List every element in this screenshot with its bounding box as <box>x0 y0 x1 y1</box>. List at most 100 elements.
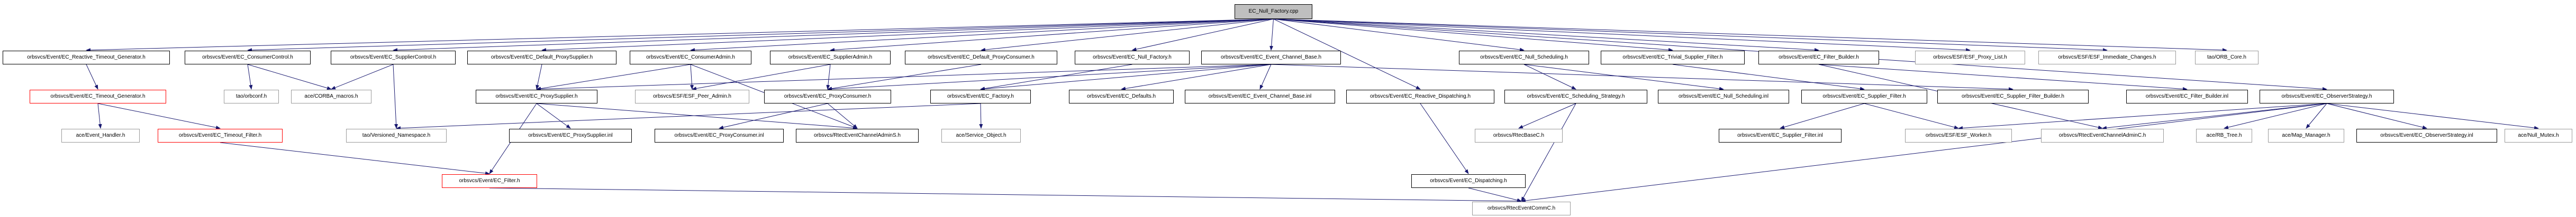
graph-node-corba_macros: ace/CORBA_macros.h <box>291 90 371 103</box>
graph-node-factory[interactable]: orbsvcs/Event/EC_Factory.h <box>930 90 1031 103</box>
include-edge-root-to-consumer_control <box>247 18 1274 52</box>
include-edge-event_channel_base-to-defaults <box>1121 64 1272 91</box>
include-edge-supplier_control-to-versioned_namespace <box>393 64 398 129</box>
graph-node-supplier_filter_inl[interactable]: orbsvcs/Event/EC_Supplier_Filter.inl <box>1719 129 1842 143</box>
include-edge-event_channel_base-to-supplier_filter_builder <box>1271 64 2013 91</box>
graph-node-trivial_supplier_filter[interactable]: orbsvcs/Event/EC_Trivial_Supplier_Filter… <box>1601 51 1745 64</box>
include-edge-event_channel_base-to-factory <box>980 64 1272 91</box>
include-edge-event_channel_base-to-proxyconsumer <box>827 64 1272 91</box>
graph-node-consumer_control[interactable]: orbsvcs/Event/EC_ConsumerControl.h <box>185 51 311 64</box>
include-edge-filter_builder-to-filter_builder_inl <box>1818 64 2188 91</box>
include-edge-root-to-esf_proxy_list <box>1273 18 1971 52</box>
include-edge-observer_strategy-to-esf_worker <box>1958 103 2327 130</box>
graph-node-orb_core: tao/ORB_Core.h <box>2195 51 2258 64</box>
include-edge-root-to-default_proxyconsumer <box>981 18 1274 52</box>
graph-node-scheduling_strategy[interactable]: orbsvcs/Event/EC_Scheduling_Strategy.h <box>1504 90 1647 103</box>
graph-node-observer_strategy_inl[interactable]: orbsvcs/Event/EC_ObserverStrategy.inl <box>2356 129 2497 143</box>
include-edge-consumer_admin-to-proxysupplier <box>536 64 691 91</box>
graph-node-supplier_filter_builder[interactable]: orbsvcs/Event/EC_Supplier_Filter_Builder… <box>1937 90 2089 103</box>
graph-node-null_mutex: ace/Null_Mutex.h <box>2505 129 2572 143</box>
graph-node-esf_immediate_changes: orbsvcs/ESF/ESF_Immediate_Changes.h <box>2038 51 2176 64</box>
include-edge-reactive_timeout_gen-to-timeout_generator <box>86 64 98 90</box>
include-edge-supplier_admin-to-esf_peer_admin <box>692 64 831 91</box>
include-edge-root-to-esf_immediate_changes <box>1273 18 2108 52</box>
graph-node-observer_strategy[interactable]: orbsvcs/Event/EC_ObserverStrategy.h <box>2260 90 2394 103</box>
include-edge-root-to-supplier_admin <box>830 18 1274 52</box>
graph-node-rtec_ecas[interactable]: orbsvcs/RtecEventChannelAdminS.h <box>796 129 919 143</box>
graph-node-proxysupplier_inl[interactable]: orbsvcs/Event/EC_ProxySupplier.inl <box>509 129 632 143</box>
include-edge-default_proxysupplier-to-proxysupplier <box>536 64 542 90</box>
include-edge-observer_strategy-to-rtec_eventcommc <box>1521 103 2327 203</box>
include-edge-consumer_admin-to-esf_peer_admin <box>690 64 694 90</box>
graph-node-reactive_dispatching[interactable]: orbsvcs/Event/EC_Reactive_Dispatching.h <box>1346 90 1494 103</box>
include-edge-root-to-supplier_control <box>393 18 1274 52</box>
graph-node-proxyconsumer_inl[interactable]: orbsvcs/Event/EC_ProxyConsumer.inl <box>655 129 784 143</box>
include-edge-root-to-null_scheduling <box>1273 18 1525 52</box>
include-edge-root-to-consumer_admin <box>690 18 1274 52</box>
graph-node-reactive_timeout_gen[interactable]: orbsvcs/Event/EC_Reactive_Timeout_Genera… <box>3 51 170 64</box>
include-edge-null_factory-to-factory <box>980 64 1132 91</box>
include-edge-timeout_filter-to-filter <box>220 142 490 175</box>
graph-node-rb_tree: ace/RB_Tree.h <box>2196 129 2252 143</box>
include-edge-dispatching-to-rtec_eventcommc <box>1468 187 1522 202</box>
graph-node-esf_peer_admin: orbsvcs/ESF/ESF_Peer_Admin.h <box>635 90 749 103</box>
include-edge-proxyconsumer-to-proxyconsumer_inl <box>719 103 828 129</box>
graph-node-proxyconsumer[interactable]: orbsvcs/Event/EC_ProxyConsumer.h <box>764 90 891 103</box>
graph-node-esf_proxy_list: orbsvcs/ESF/ESF_Proxy_List.h <box>1915 51 2025 64</box>
include-edge-null_scheduling-to-scheduling_strategy <box>1523 64 1576 90</box>
graph-node-versioned_namespace: tao/Versioned_Namespace.h <box>346 129 447 143</box>
include-edge-factory-to-versioned_namespace <box>396 103 981 130</box>
include-edge-filter-to-rtec_eventcommc <box>489 187 1522 203</box>
include-edge-supplier_filter-to-supplier_filter_inl <box>1780 103 1865 129</box>
include-edge-reactive_dispatching-to-dispatching <box>1420 103 1469 174</box>
graph-node-dispatching[interactable]: orbsvcs/Event/EC_Dispatching.h <box>1411 174 1526 188</box>
include-edge-scheduling_strategy-to-rtec_basec <box>1518 103 1576 129</box>
graph-node-service_object: ace/Service_Object.h <box>941 129 1021 143</box>
include-edge-consumer_control-to-orbconf <box>247 64 253 90</box>
include-edge-trivial_supplier_filter-to-supplier_filter <box>1672 64 1865 91</box>
include-edge-consumer_control-to-corba_macros <box>247 64 332 90</box>
graph-node-rtec_basec: orbsvcs/RtecBaseC.h <box>1475 129 1563 143</box>
graph-node-rtec_ecac: orbsvcs/RtecEventChannelAdminC.h <box>2041 129 2164 143</box>
graph-node-filter[interactable]: orbsvcs/Event/EC_Filter.h <box>442 174 537 188</box>
include-edge-supplier_filter-to-esf_worker <box>1864 103 1959 129</box>
include-edge-event_channel_base-to-proxysupplier <box>536 64 1272 91</box>
include-edge-observer_strategy-to-rtec_ecac <box>2102 103 2327 130</box>
graph-node-timeout_filter[interactable]: orbsvcs/Event/EC_Timeout_Filter.h <box>158 129 283 143</box>
include-edge-timeout_generator-to-event_handler <box>97 103 102 129</box>
graph-node-map_manager: ace/Map_Manager.h <box>2268 129 2344 143</box>
include-edge-root-to-reactive_timeout_gen <box>86 18 1274 52</box>
graph-node-timeout_generator[interactable]: orbsvcs/Event/EC_Timeout_Generator.h <box>30 90 166 103</box>
graph-node-default_proxysupplier[interactable]: orbsvcs/Event/EC_Default_ProxySupplier.h <box>467 51 616 64</box>
graph-node-consumer_admin[interactable]: orbsvcs/Event/EC_ConsumerAdmin.h <box>630 51 751 64</box>
include-edge-root-to-trivial_supplier_filter <box>1273 18 1673 52</box>
include-edge-root-to-filter_builder <box>1273 18 1819 52</box>
graph-node-rtec_eventcommc: orbsvcs/RtecEventCommC.h <box>1472 202 1571 215</box>
graph-node-filter_builder_inl[interactable]: orbsvcs/Event/EC_Filter_Builder.inl <box>2126 90 2248 103</box>
graph-node-esf_worker: orbsvcs/ESF/ESF_Worker.h <box>1905 129 2012 143</box>
graph-node-supplier_admin[interactable]: orbsvcs/Event/EC_SupplierAdmin.h <box>770 51 891 64</box>
include-edge-proxysupplier-to-proxysupplier_inl <box>536 103 571 129</box>
graph-node-event_channel_base[interactable]: orbsvcs/Event/EC_Event_Channel_Base.h <box>1201 51 1341 64</box>
graph-node-defaults[interactable]: orbsvcs/Event/EC_Defaults.h <box>1069 90 1174 103</box>
graph-node-supplier_control[interactable]: orbsvcs/Event/EC_SupplierControl.h <box>331 51 456 64</box>
include-edge-observer_strategy-to-map_manager <box>2306 103 2327 129</box>
graph-node-proxysupplier[interactable]: orbsvcs/Event/EC_ProxySupplier.h <box>476 90 597 103</box>
graph-root-node: EC_Null_Factory.cpp <box>1235 4 1312 19</box>
include-edge-event_channel_base-to-ecb_inl <box>1259 64 1272 90</box>
include-edge-root-to-orb_core <box>1273 18 2227 52</box>
include-edge-timeout_generator-to-timeout_filter <box>97 103 221 129</box>
graph-node-filter_builder[interactable]: orbsvcs/Event/EC_Filter_Builder.h <box>1758 51 1879 64</box>
graph-node-supplier_filter[interactable]: orbsvcs/Event/EC_Supplier_Filter.h <box>1801 90 1927 103</box>
include-edge-root-to-event_channel_base <box>1269 18 1274 51</box>
include-edge-supplier_control-to-corba_macros <box>331 64 394 90</box>
include-edge-supplier_admin-to-proxyconsumer <box>826 64 831 90</box>
graph-node-orbconf: tao/orbconf.h <box>224 90 279 103</box>
graph-node-null_factory[interactable]: orbsvcs/Event/EC_Null_Factory.h <box>1075 51 1190 64</box>
graph-node-default_proxyconsumer[interactable]: orbsvcs/Event/EC_Default_ProxyConsumer.h <box>905 51 1057 64</box>
graph-node-null_scheduling_inl[interactable]: orbsvcs/Event/EC_Null_Scheduling.inl <box>1658 90 1789 103</box>
graph-node-null_scheduling[interactable]: orbsvcs/Event/EC_Null_Scheduling.h <box>1459 51 1589 64</box>
include-edge-proxysupplier-to-rtec_ecas <box>536 103 858 130</box>
graph-node-ecb_inl[interactable]: orbsvcs/Event/EC_Event_Channel_Base.inl <box>1185 90 1335 103</box>
